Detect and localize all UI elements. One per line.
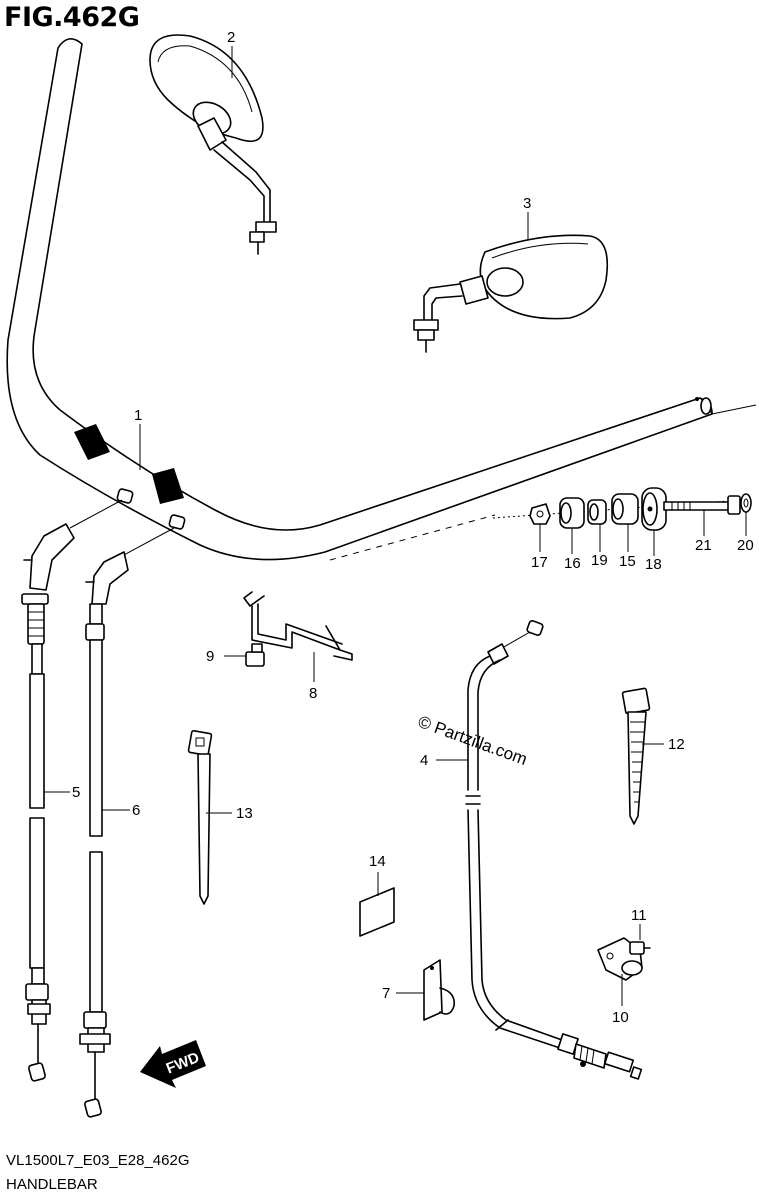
mirror-left-part[interactable] [149,34,277,255]
grip-left [74,424,110,460]
callout-8: 8 [309,685,317,702]
washer-18[interactable] [641,487,667,531]
callout-3: 3 [523,195,531,212]
callout-1: 1 [134,407,142,424]
bushing-16[interactable] [559,497,585,529]
callout-11: 11 [631,907,647,924]
callout-2: 2 [227,29,235,46]
leader-lines [44,46,747,1006]
clutch-cable-part[interactable] [465,620,643,1080]
cable-tie-12-part[interactable] [621,687,651,825]
throttle-cable-2-part[interactable] [79,514,186,1118]
fig-title: FIG.462G [4,2,140,33]
callouts: 1 2 3 4 5 6 7 8 9 10 11 12 13 14 15 16 1… [72,29,754,1026]
callout-14: 14 [369,853,386,870]
callout-17: 17 [531,554,548,571]
callout-18: 18 [645,556,662,573]
callout-20: 20 [737,537,754,554]
clamp-7-part[interactable] [423,959,456,1021]
callout-9: 9 [206,648,214,665]
nut-17[interactable] [529,503,551,525]
washer-20[interactable] [740,493,752,513]
handlebar-part[interactable] [6,38,757,561]
callout-12: 12 [668,736,685,753]
callout-5: 5 [72,784,80,801]
callout-6: 6 [132,802,140,819]
bushing-15[interactable] [611,493,639,525]
bolt-9-part[interactable] [245,643,265,667]
cable-bracket-part[interactable] [243,591,353,661]
callout-10: 10 [612,1009,629,1026]
callout-19: 19 [591,552,608,569]
label-14-part[interactable] [359,887,395,937]
callout-13: 13 [236,805,253,822]
callout-7: 7 [382,985,390,1002]
callout-16: 16 [564,555,581,572]
callout-21: 21 [695,537,712,554]
throttle-cable-1-part[interactable] [21,488,134,1082]
cable-tie-13-part[interactable] [187,729,213,905]
mirror-right-part[interactable] [413,234,609,353]
figure-code: VL1500L7_E03_E28_462G [6,1152,190,1169]
collar-19[interactable] [587,499,607,525]
grip-right [152,468,184,504]
fwd-arrow-icon: FWD [140,1040,206,1088]
mounting-hardware [492,487,752,531]
callout-15: 15 [619,553,636,570]
bolt-21[interactable] [663,495,741,515]
figure-name: HANDLEBAR [6,1176,98,1193]
bolt-11-part[interactable] [629,941,651,955]
callout-4: 4 [420,752,428,769]
